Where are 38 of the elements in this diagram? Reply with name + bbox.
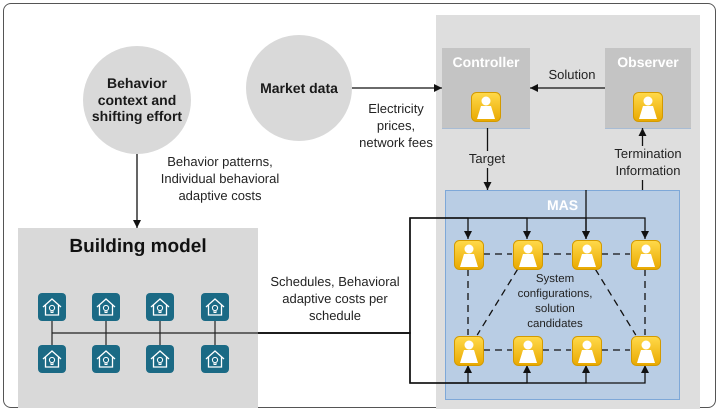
agent-icon <box>572 336 602 366</box>
agent-icon <box>513 336 543 366</box>
agent-icon <box>513 240 543 270</box>
framework-panel <box>436 15 700 409</box>
node-title: Observer <box>617 54 679 71</box>
component-panel <box>442 48 530 128</box>
agent-icon <box>631 336 661 366</box>
arrow <box>133 154 141 228</box>
node-title: MAS <box>546 197 578 214</box>
dashed-link <box>542 349 571 351</box>
dashed-link <box>601 349 630 351</box>
edge-label: Schedules, Behavioral adaptive costs per schedule <box>269 274 401 325</box>
arrow <box>352 84 442 92</box>
building-model-panel <box>18 228 258 408</box>
edge-label: Behavior patterns, Individual behavioral adaptive costs <box>160 154 280 205</box>
dashed-link <box>594 268 636 336</box>
arrow <box>258 332 649 384</box>
arrow <box>530 84 605 92</box>
dashed-link <box>601 253 630 255</box>
component-panel <box>605 48 691 128</box>
node-title: Behavior context and shifting effort <box>91 74 183 126</box>
mas-panel <box>445 190 680 400</box>
dashed-link <box>483 253 512 255</box>
edge-label: Electricity prices, network fees <box>358 101 434 152</box>
dashed-link <box>467 269 469 335</box>
dashed-link <box>476 268 518 336</box>
agent-icon <box>572 240 602 270</box>
node-title: Building model <box>69 236 207 259</box>
edge-label: Solution <box>548 67 596 84</box>
agent-icon <box>454 240 484 270</box>
dashed-link <box>483 349 512 351</box>
dashed-link <box>542 253 571 255</box>
dashed-link <box>644 269 646 335</box>
agent-icon <box>454 336 484 366</box>
note-text: System configurations, solution candidates <box>516 272 594 332</box>
node-title: Controller <box>452 54 520 71</box>
node-title: Market data <box>260 80 338 96</box>
agent-icon <box>631 240 661 270</box>
